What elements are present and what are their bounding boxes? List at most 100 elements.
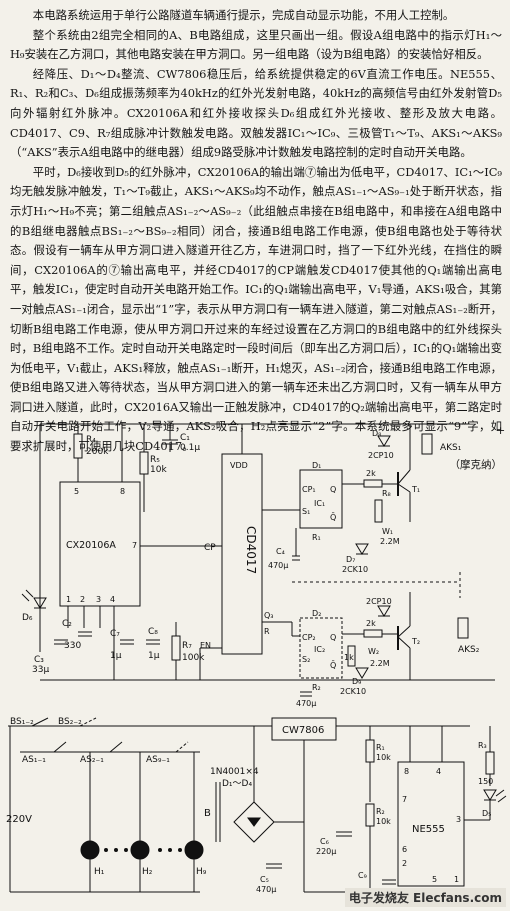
r4-value: 200k: [86, 447, 109, 457]
relay-aks2-label: AKS₂: [458, 645, 480, 655]
ff1-name: IC₁: [314, 499, 325, 508]
c7-label: C₇: [110, 629, 120, 639]
rail-plus: +: [496, 424, 505, 437]
cd4017-r: R: [264, 627, 270, 636]
author: （摩克纳）: [449, 458, 503, 471]
ne-pin-5: 5: [432, 875, 437, 884]
r3-value: 150: [478, 777, 493, 786]
cd4017-q3: Q₃: [264, 611, 274, 620]
cx-pin-8: 8: [120, 487, 125, 496]
c1-label: C₁: [180, 433, 190, 443]
c7-value: 1μ: [110, 651, 122, 661]
cx-pin-7: 7: [132, 541, 137, 550]
ff1-r: R₁: [312, 533, 321, 542]
cw7806-label: CW7806: [282, 725, 324, 736]
cd4017-label: CD4017: [244, 526, 258, 574]
ff2-s: S₂: [302, 655, 310, 664]
r7-label: R₇: [182, 641, 192, 651]
c6-label: C₆: [320, 837, 329, 846]
r1-label: R₁: [376, 743, 385, 752]
relay-aks2: [457, 617, 469, 639]
watermark: 电子发烧友 Elecfans.com: [344, 888, 506, 907]
ff1-s: S₁: [302, 507, 310, 516]
c5-val: 470μ: [256, 885, 276, 894]
ne555-chip: [397, 761, 465, 887]
cd4017-vdd: VDD: [230, 461, 248, 470]
w2-value: 2.2M: [370, 659, 390, 668]
r7-value: 100k: [182, 653, 205, 663]
paragraph-circuit: 经降压、D₁～D₄整流、CW7806稳压后，给系统提供稳定的6V直流工作电压。N…: [10, 66, 502, 160]
c2-label: C₂: [62, 619, 72, 629]
ne-pin-1: 1: [454, 875, 459, 884]
r4-label: R₄: [86, 435, 96, 445]
bridge-part: 1N4001×4: [210, 767, 259, 777]
ff2-cp: CP₂: [302, 633, 316, 642]
c4-label: C₄: [276, 547, 285, 556]
cx-pin-2: 2: [80, 595, 85, 604]
ic1-flipflop: [299, 469, 343, 529]
r1-value: 10k: [376, 753, 391, 762]
cx-pin-4: 4: [110, 595, 115, 604]
cx-pin-1: 1: [66, 595, 71, 604]
ff2-q: Q: [330, 633, 336, 642]
r9-value: 1k: [344, 653, 354, 662]
r8-label: R₈: [382, 489, 391, 498]
ff1-qbar: Q̄: [330, 512, 336, 522]
r-2k-2: 2k: [366, 619, 376, 628]
switch-as9: AS₉₋₁: [146, 755, 170, 765]
t2-label: T₂: [411, 637, 420, 646]
cx-pin-5: 5: [74, 487, 79, 496]
c5-label: C₅: [260, 875, 269, 884]
circuit-schematic: R₄ 200k C₁ 0.1μ R₅ 10k CX20106A 5 8 1 2 …: [6, 423, 507, 905]
lamp-h9-label: H₉: [196, 867, 207, 877]
w1-value: 2.2M: [380, 537, 400, 546]
ff1-d: D₁: [312, 461, 321, 470]
c8-value: 1μ: [148, 651, 160, 661]
lamp-h1-label: H₁: [94, 867, 105, 877]
switch-bs1: BS₁₋₂: [10, 717, 34, 727]
c9-label: C₉: [358, 871, 367, 880]
r2-value: 10k: [376, 817, 391, 826]
c3-label: C₃: [34, 655, 44, 665]
mains-voltage: 220V: [6, 814, 32, 825]
switch-as2: AS₂₋₁: [80, 755, 104, 765]
r-2k-1: 2k: [366, 469, 376, 478]
c4-value: 470μ: [268, 561, 288, 570]
w1-label: W₁: [382, 527, 393, 536]
r3-label: R₃: [478, 741, 487, 750]
ne-pin-4: 4: [436, 767, 441, 776]
paragraph-operation: 平时，D₆接收到D₅的红外脉冲，CX20106A的输出端⑦输出为低电平，CD40…: [10, 164, 502, 454]
r5-label: R₅: [150, 455, 160, 465]
ff2-qbar: Q̄: [330, 660, 336, 670]
w2-label: W₂: [368, 647, 379, 656]
ff2-name: IC₂: [314, 645, 325, 654]
ic2-flipflop: [299, 617, 343, 679]
lamp-h2: [130, 840, 150, 860]
c1-value: 0.1μ: [180, 443, 200, 453]
ne-pin-8: 8: [404, 767, 409, 776]
bridge-rectifier: [233, 801, 275, 843]
d5-label: D₅: [482, 809, 491, 818]
ne-pin-7: 7: [402, 795, 407, 804]
cd4017-en: EN: [200, 641, 211, 650]
d8-type: 2CP10: [368, 451, 394, 460]
paragraph-system: 整个系统由2组完全相同的A、B电路组成，这里只画出一组。假设A组电路中的指示灯H…: [10, 27, 502, 62]
cd4017-cp: CP: [204, 543, 216, 553]
relay-aks1: [421, 433, 433, 455]
switch-bs2: BS₂₋₂: [58, 717, 82, 727]
d10-type: 2CP10: [366, 597, 392, 606]
d9-label: D₉: [352, 677, 361, 686]
lamp-h1: [80, 840, 100, 860]
r5-value: 10k: [150, 465, 167, 475]
cx-pin-3: 3: [96, 595, 101, 604]
c8-label: C₈: [148, 627, 158, 637]
c6-value: 220μ: [316, 847, 336, 856]
r2-label: R₂: [376, 807, 385, 816]
ne555-label: NE555: [412, 824, 445, 835]
c3-value: 33μ: [32, 665, 49, 675]
ne-pin-2: 2: [402, 859, 407, 868]
relay-aks1-label: AKS₁: [440, 443, 462, 453]
transformer-label: B: [204, 808, 211, 819]
lamp-h2-label: H₂: [142, 867, 153, 877]
lamp-h9: [184, 840, 204, 860]
